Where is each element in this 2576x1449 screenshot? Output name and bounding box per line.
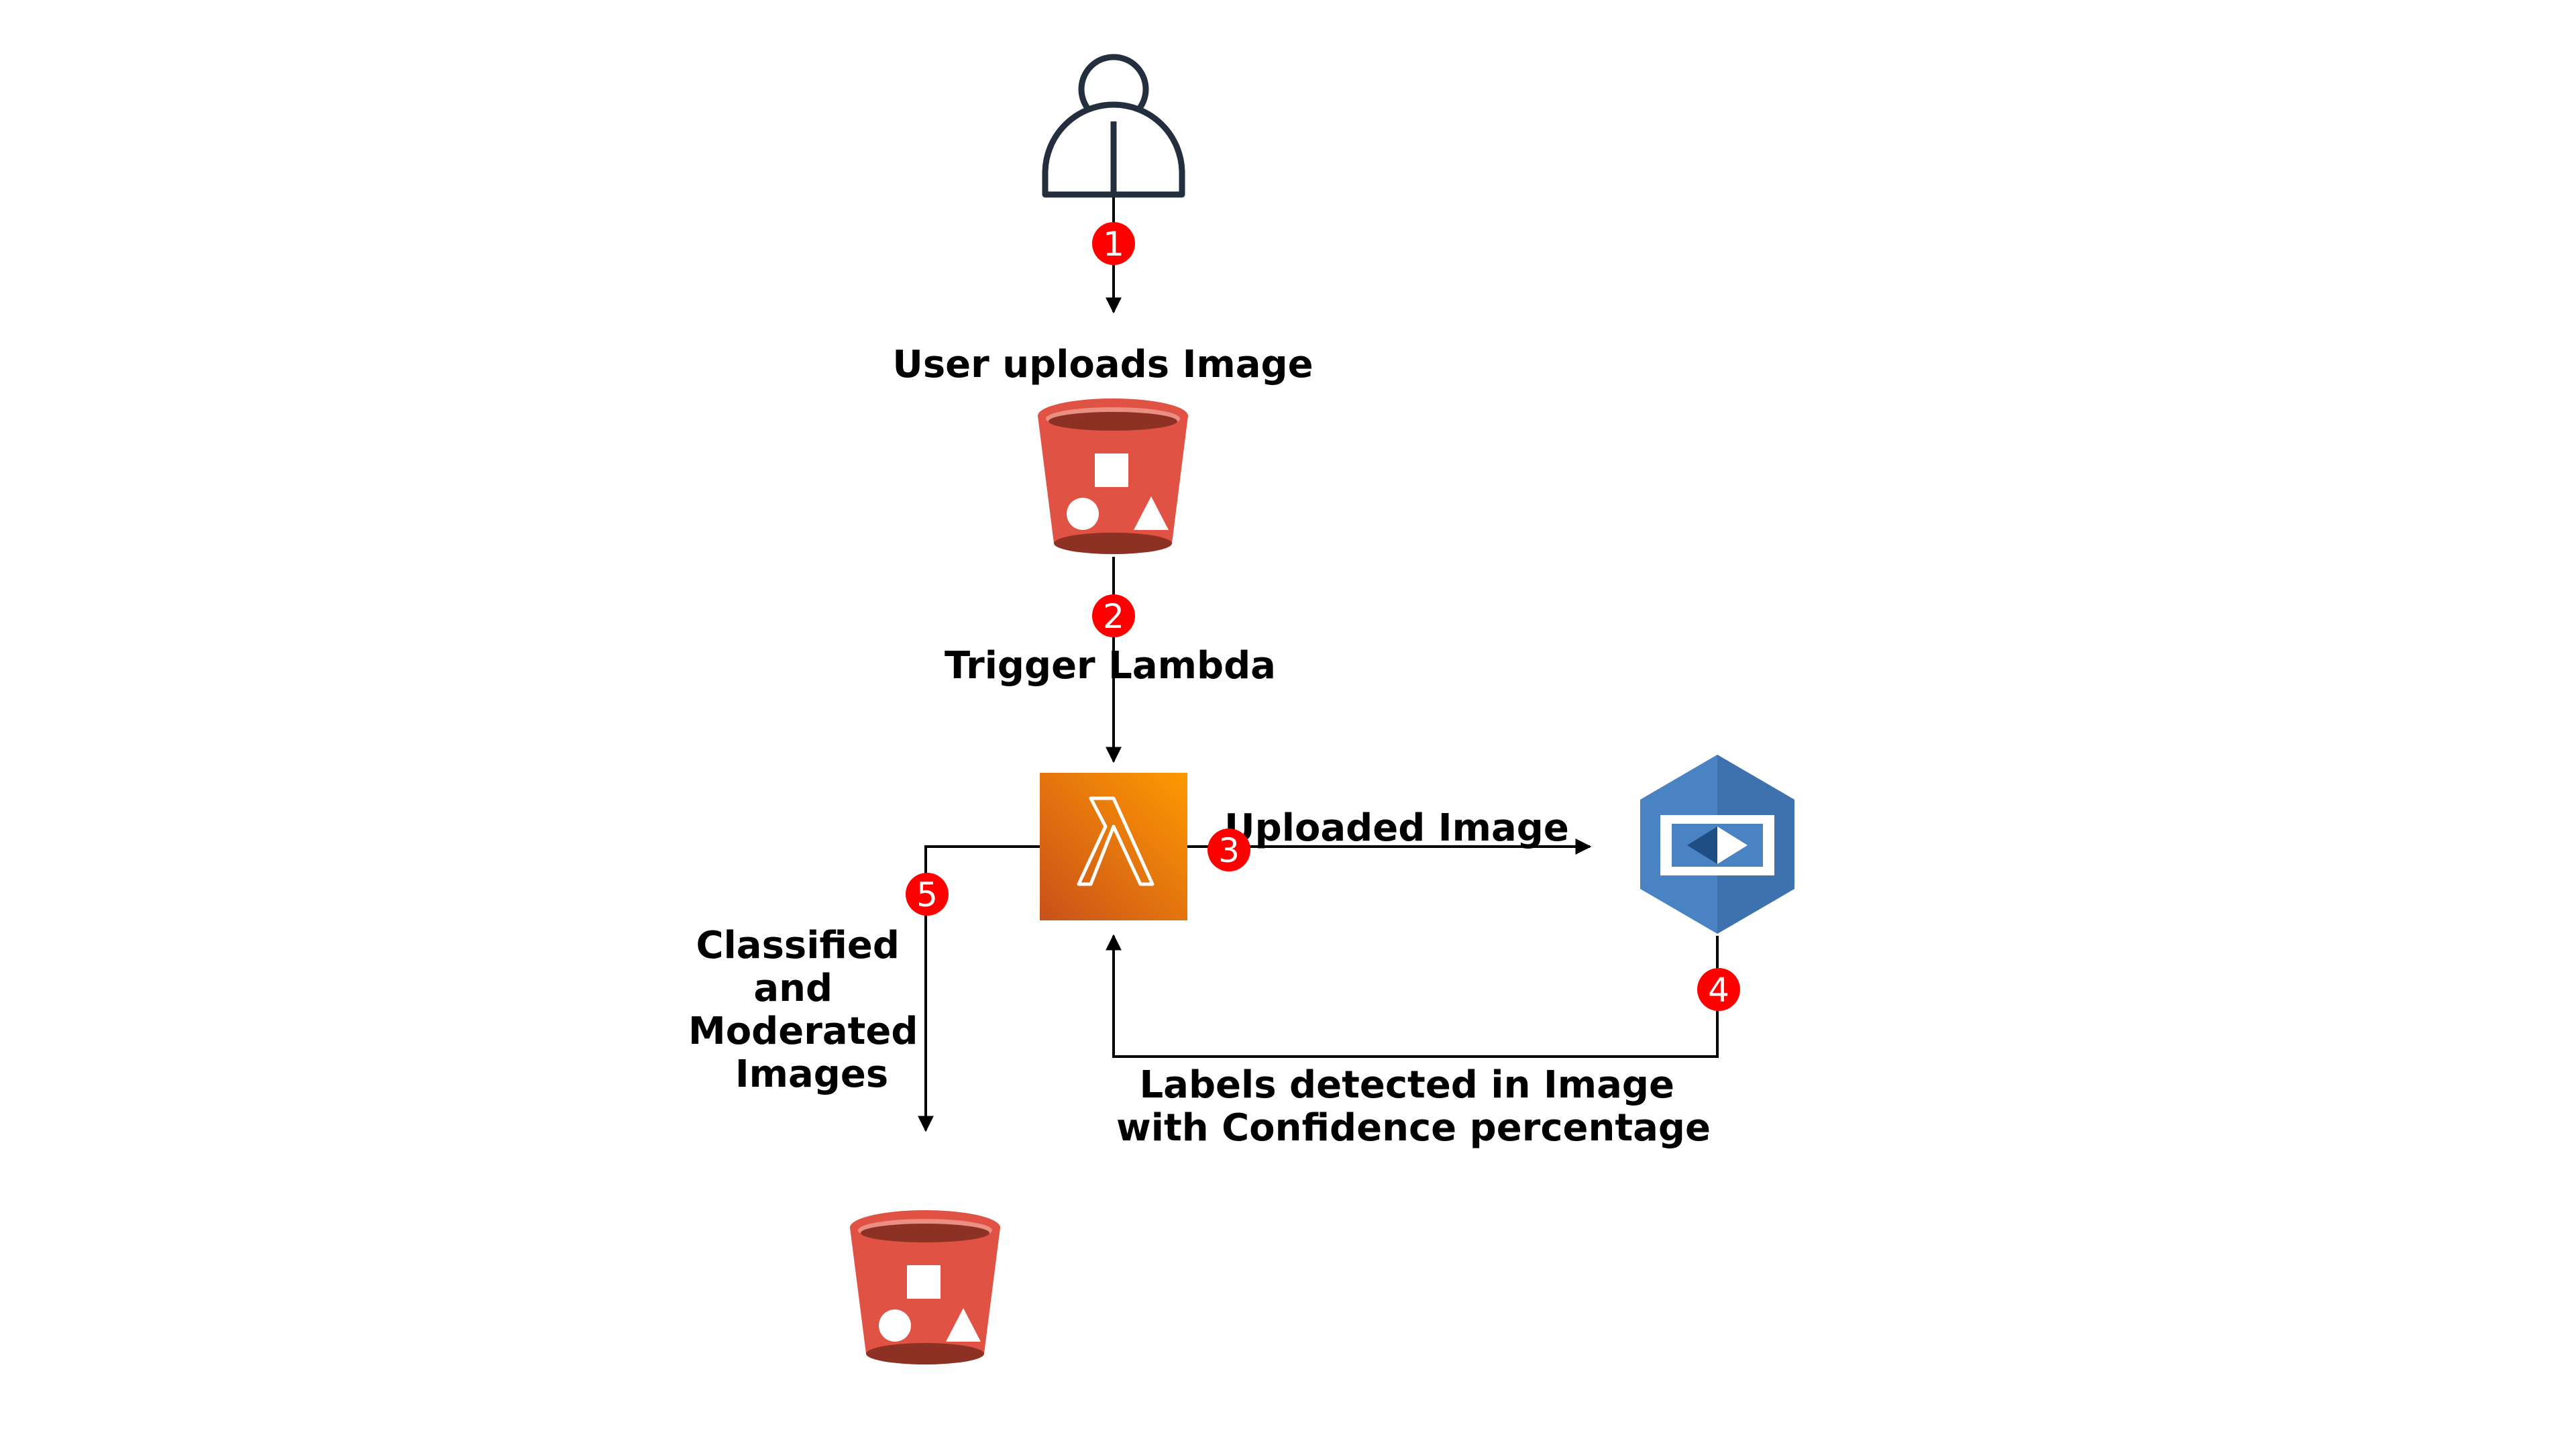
edge-lambda-to-output-bucket [918, 845, 1040, 1132]
s3-bucket-icon [850, 1210, 1000, 1364]
step-4-label-line-1: Labels detected in Image [1139, 1063, 1674, 1107]
s3-bucket-icon [1038, 398, 1188, 554]
lambda-icon [1040, 773, 1187, 920]
rekognition-icon [1640, 755, 1794, 934]
step-1-label: User uploads Image [892, 343, 1313, 386]
step-4-label: Labels detected in Image with Confidence… [1116, 1063, 1711, 1150]
step-badge-2: 2 [1092, 594, 1135, 637]
step-5-label-line-1: Classified [696, 924, 900, 967]
step-2-label: Trigger Lambda [945, 644, 1276, 688]
step-badge-5-number: 5 [916, 875, 938, 914]
edge-rekognition-to-lambda [1106, 934, 1719, 1058]
step-5-label: Classified and Moderated Images [688, 924, 931, 1096]
step-5-label-line-2: and [753, 967, 833, 1010]
step-badge-4: 4 [1697, 968, 1740, 1011]
step-badge-3-number: 3 [1218, 831, 1240, 870]
step-5-label-line-4: Images [735, 1053, 888, 1096]
step-badge-3: 3 [1208, 828, 1250, 871]
step-5-label-line-3: Moderated [688, 1010, 918, 1053]
step-badge-2-number: 2 [1103, 597, 1124, 636]
step-badge-5: 5 [906, 873, 949, 916]
step-badge-1-number: 1 [1103, 225, 1124, 264]
step-4-label-line-2: with Confidence percentage [1116, 1106, 1711, 1150]
user-icon [1042, 54, 1185, 198]
step-badge-4-number: 4 [1708, 971, 1729, 1010]
step-badge-1: 1 [1092, 222, 1135, 265]
step-3-label: Uploaded Image [1224, 806, 1569, 850]
